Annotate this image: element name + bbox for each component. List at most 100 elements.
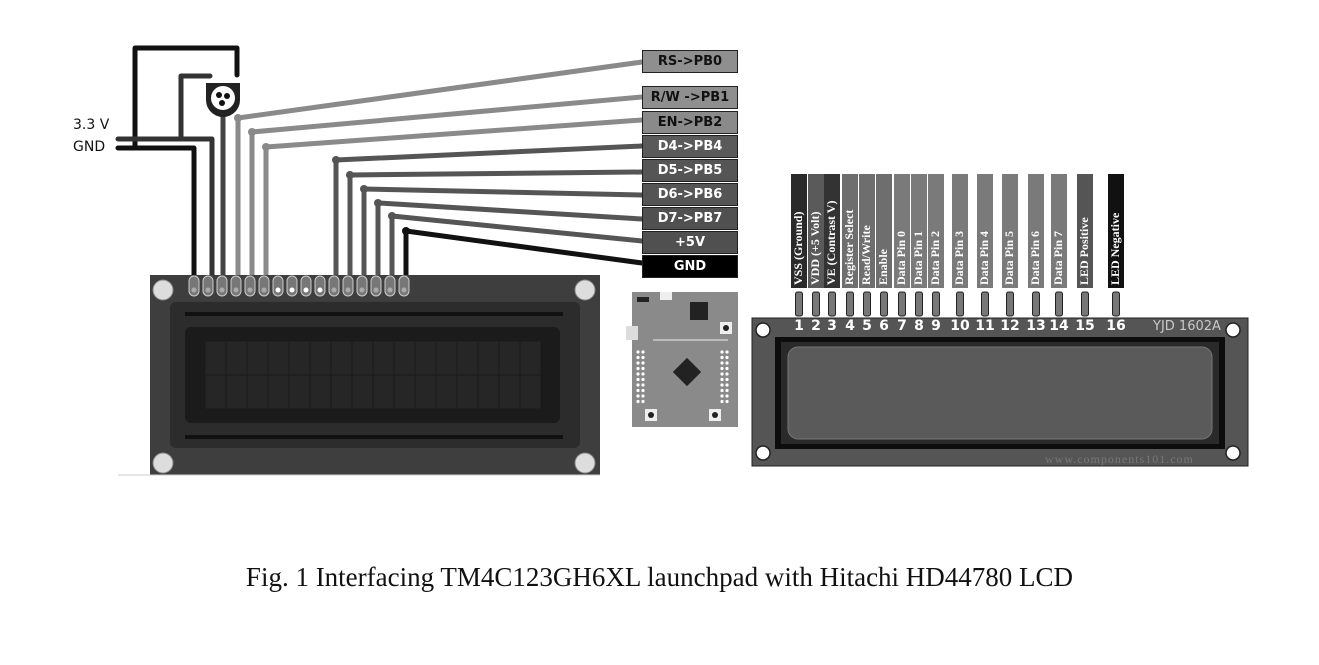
pin-number: 14	[1049, 318, 1069, 334]
pin-number: 3	[827, 318, 837, 334]
pinout-pin	[956, 291, 964, 317]
lcd-cell	[520, 375, 541, 409]
pinout-pin	[795, 291, 803, 317]
pin-function-label: Data Pin 1	[911, 174, 927, 288]
pin-function-label: Enable	[876, 174, 892, 288]
board-pin	[725, 361, 729, 365]
board-pin	[641, 399, 645, 404]
pin-number: 11	[975, 318, 995, 334]
lcd-module-right	[751, 291, 1249, 467]
wire-joint	[388, 212, 396, 220]
lcd-module-left	[118, 275, 600, 476]
pin-function-label: Data Pin 4	[977, 174, 993, 288]
wire-33v-rail	[115, 136, 215, 293]
board-pin	[720, 399, 724, 404]
pin-function-label: LED Negative	[1108, 174, 1124, 288]
lcd-cell	[478, 375, 499, 409]
lcd-cell	[205, 341, 226, 375]
signal-wires	[234, 59, 645, 293]
pinout-pin	[846, 291, 854, 317]
signal-wire	[263, 117, 645, 293]
lcd-cell	[289, 375, 310, 409]
connection-label: R/W ->PB1	[642, 86, 738, 109]
pin-function-label: Data Pin 3	[952, 174, 968, 288]
pin-hole	[345, 287, 351, 293]
board-pin	[641, 394, 645, 398]
board-pin	[725, 366, 729, 371]
lcd-cell	[310, 341, 331, 375]
mount-screws	[152, 279, 596, 474]
lcd-cell	[436, 375, 457, 409]
pinout-pin	[1032, 291, 1040, 317]
pin-function-label: Data Pin 0	[894, 174, 910, 288]
pinout-pin	[1112, 291, 1120, 317]
pinout-pin	[915, 291, 923, 317]
pinout-pin	[863, 291, 871, 317]
pin-number: 13	[1026, 318, 1046, 334]
header-pin	[286, 275, 298, 297]
connection-label: RS->PB0	[642, 50, 738, 73]
lcd-cell	[352, 341, 373, 375]
wire-joint	[234, 114, 242, 122]
lcd-cell	[226, 341, 247, 375]
board-pin	[641, 355, 645, 360]
pin-hole	[387, 287, 393, 293]
pin-hole	[289, 287, 295, 293]
lcd-header-pins	[188, 275, 410, 297]
pin-function-label: Read/Write	[859, 174, 875, 288]
wire-pot-33v	[178, 73, 213, 142]
board-pin	[636, 361, 640, 365]
supply-label-gnd: GND	[73, 139, 106, 155]
header-pin	[258, 275, 270, 297]
lcd-cell	[436, 341, 457, 375]
board-pin	[636, 399, 640, 404]
board-pin	[725, 399, 729, 404]
lcd-character-grid	[205, 341, 541, 409]
pin-function-label: VSS (Ground)	[791, 174, 807, 288]
board-pin	[641, 366, 645, 371]
lcd-cell	[310, 375, 331, 409]
pinout-pin	[981, 291, 989, 317]
pin-hole	[303, 287, 309, 293]
pin-number: 10	[950, 318, 970, 334]
connection-label: D5->PB5	[642, 159, 738, 182]
wire-gnd-loop	[132, 45, 240, 151]
wire-gnd-rail	[115, 145, 197, 293]
board-pin	[636, 372, 640, 376]
lcd-cell	[394, 341, 415, 375]
board-pin	[720, 394, 724, 398]
pin-function-label: LED Positive	[1077, 174, 1093, 288]
pinout-pins	[795, 291, 1120, 317]
pin-hole	[359, 287, 365, 293]
header-pin	[244, 275, 256, 297]
pin-hole	[191, 287, 197, 293]
lcd-cell	[499, 375, 520, 409]
board-pin	[636, 394, 640, 398]
pin-hole	[331, 287, 337, 293]
board-pin	[636, 355, 640, 360]
pin-function-label: Data Pin 6	[1028, 174, 1044, 288]
lcd-cell	[415, 341, 436, 375]
pin-function-label: Register Select	[842, 174, 858, 288]
board-pin	[636, 388, 640, 393]
pin-number: 12	[1000, 318, 1020, 334]
lcd-cell	[373, 341, 394, 375]
pinout-pin	[898, 291, 906, 317]
connection-label: GND	[642, 255, 738, 278]
lcd-cell	[478, 341, 499, 375]
board-pin	[720, 355, 724, 360]
header-pin	[342, 275, 354, 297]
pin-hole	[233, 287, 239, 293]
header-pin	[398, 275, 410, 297]
lcd-cell	[205, 375, 226, 409]
connection-label: D6->PB6	[642, 183, 738, 206]
board-pin	[636, 366, 640, 371]
board-pin	[725, 377, 729, 382]
pin-number: 6	[879, 318, 889, 334]
pin-hole	[317, 287, 323, 293]
pin-number: 1	[794, 318, 804, 334]
board-pin	[720, 383, 724, 387]
lcd-cell	[268, 341, 289, 375]
potentiometer	[206, 83, 240, 117]
board-pin	[720, 372, 724, 376]
